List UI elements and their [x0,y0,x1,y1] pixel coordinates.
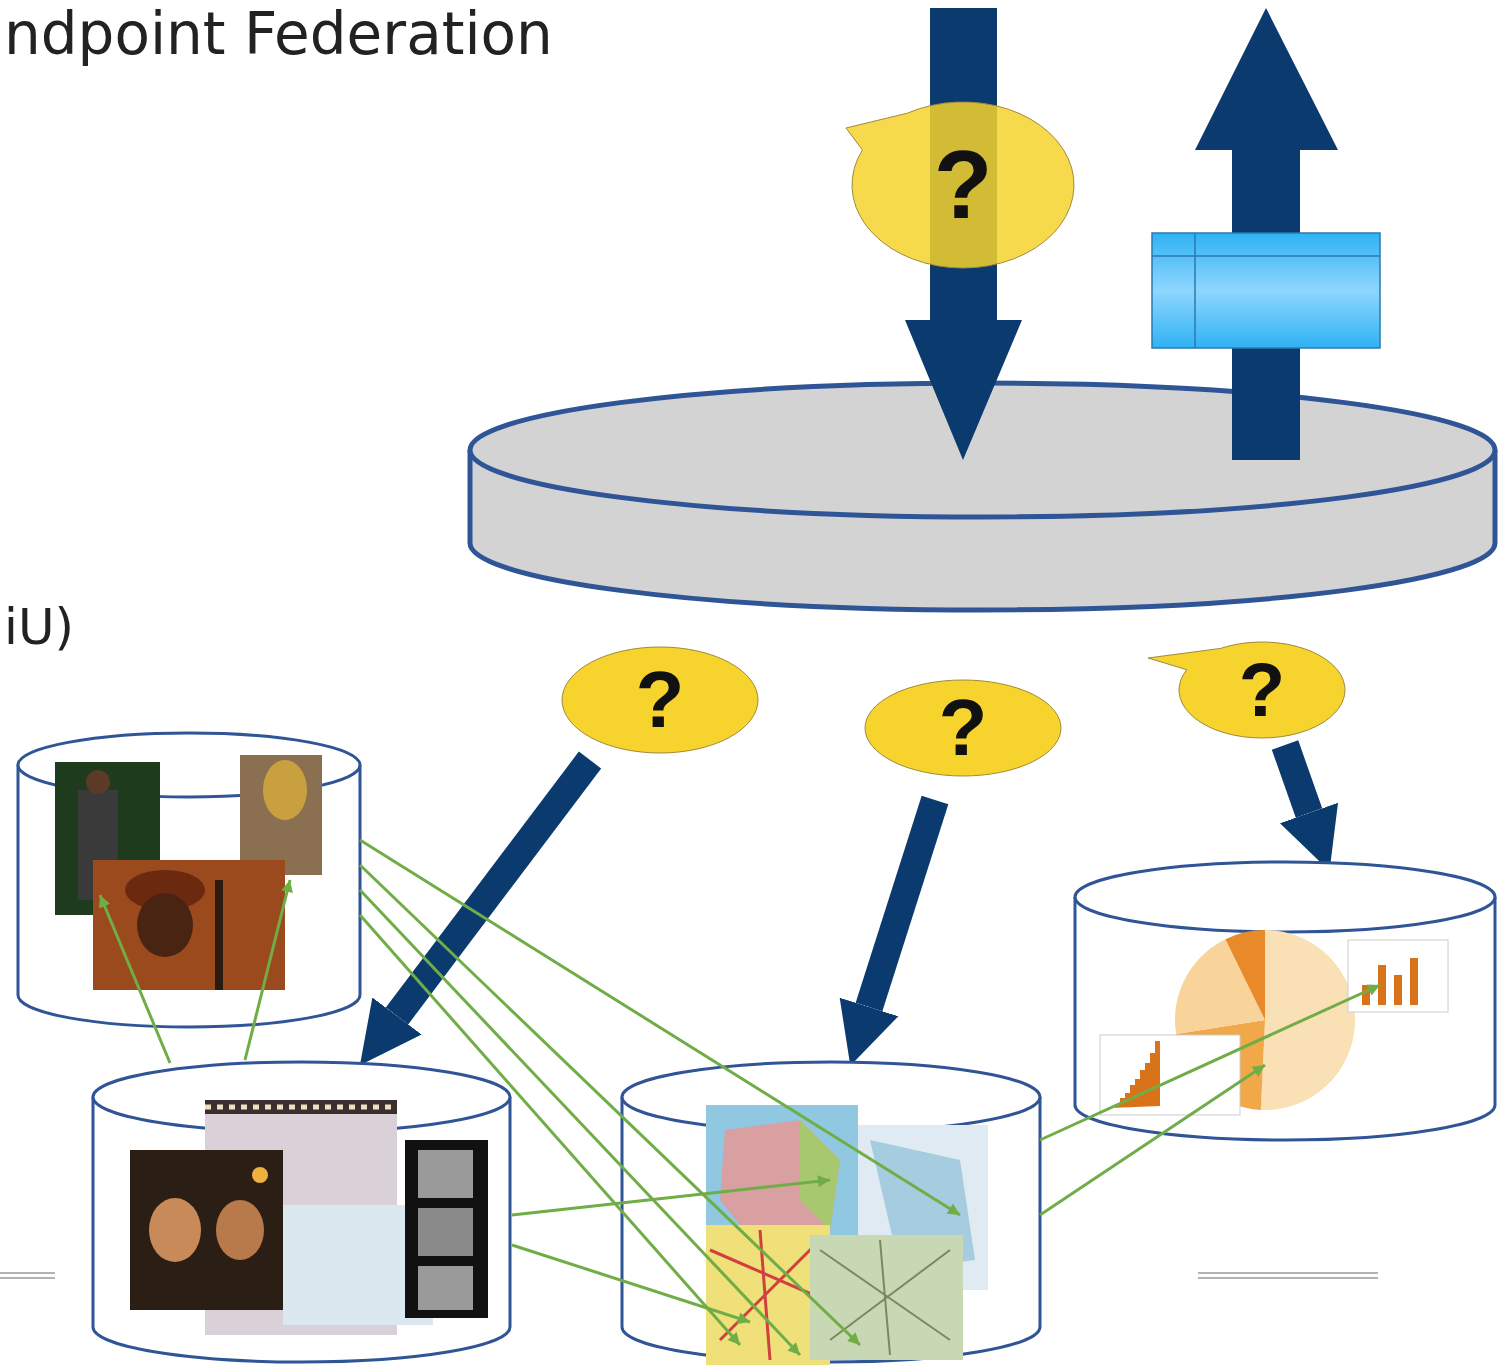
data-links [100,840,1380,1355]
film-edge [205,1100,397,1114]
photo-detail [252,1167,268,1183]
bar-chart [1348,940,1448,1012]
data-link [100,895,170,1063]
subquery-arrow [397,760,590,1016]
subquery-arrow [1285,745,1309,813]
photo-detail [86,770,110,794]
photo [240,755,322,875]
database-cylinder [1075,897,1495,1140]
bubble-shape [1148,642,1345,738]
database-cylinder [622,1097,1040,1362]
data-link [360,840,960,1215]
footer-rule [0,1277,55,1279]
data-link [360,890,800,1355]
bubble-shape [562,647,758,753]
table-line [1194,233,1196,348]
question-bubble: ? [850,100,1076,270]
pie-slice [1261,930,1355,1110]
footer-rule [0,1272,55,1274]
photo [405,1140,488,1318]
map-detail [820,1240,950,1355]
photo [130,1150,283,1310]
film-frame [418,1208,473,1256]
photo-detail [137,893,193,957]
table-line [1152,255,1380,257]
question-bubble: ? [863,678,1063,778]
photo [93,860,285,990]
data-link [1040,985,1380,1140]
map [810,1235,963,1360]
data-link [512,1245,750,1322]
data-link [360,865,860,1345]
footer-rule [1198,1277,1378,1279]
result-table [1152,233,1380,348]
bubble-shape [846,102,1074,268]
question-mark: ? [939,692,988,764]
data-link [512,1180,830,1215]
data-link [360,915,740,1345]
footer-rule [1198,1272,1378,1274]
question-bubble: ? [560,645,760,755]
data-link [1040,1065,1265,1215]
slide-title: ndpoint Federation [4,0,553,68]
photo-detail [215,880,223,990]
question-mark: ? [636,664,685,736]
side-label: iU) [4,598,74,656]
database-cylinder [93,1097,510,1362]
bar [1410,958,1418,1005]
film-sprockets [205,1105,397,1110]
bar [1394,975,1402,1005]
bubble-shape [865,680,1061,776]
database-top [1075,862,1495,932]
photo-detail [263,760,307,820]
data-link [245,880,290,1060]
photo-detail [216,1200,264,1260]
bar [1362,985,1370,1005]
film-frame [418,1150,473,1198]
film-frame [418,1266,473,1310]
pie-slice [1225,930,1265,1020]
question-mark: ? [934,142,993,228]
question-bubble: ? [1177,640,1347,740]
subquery-arrow [869,800,935,1007]
question-mark: ? [1239,656,1285,724]
photo-detail [149,1198,201,1262]
